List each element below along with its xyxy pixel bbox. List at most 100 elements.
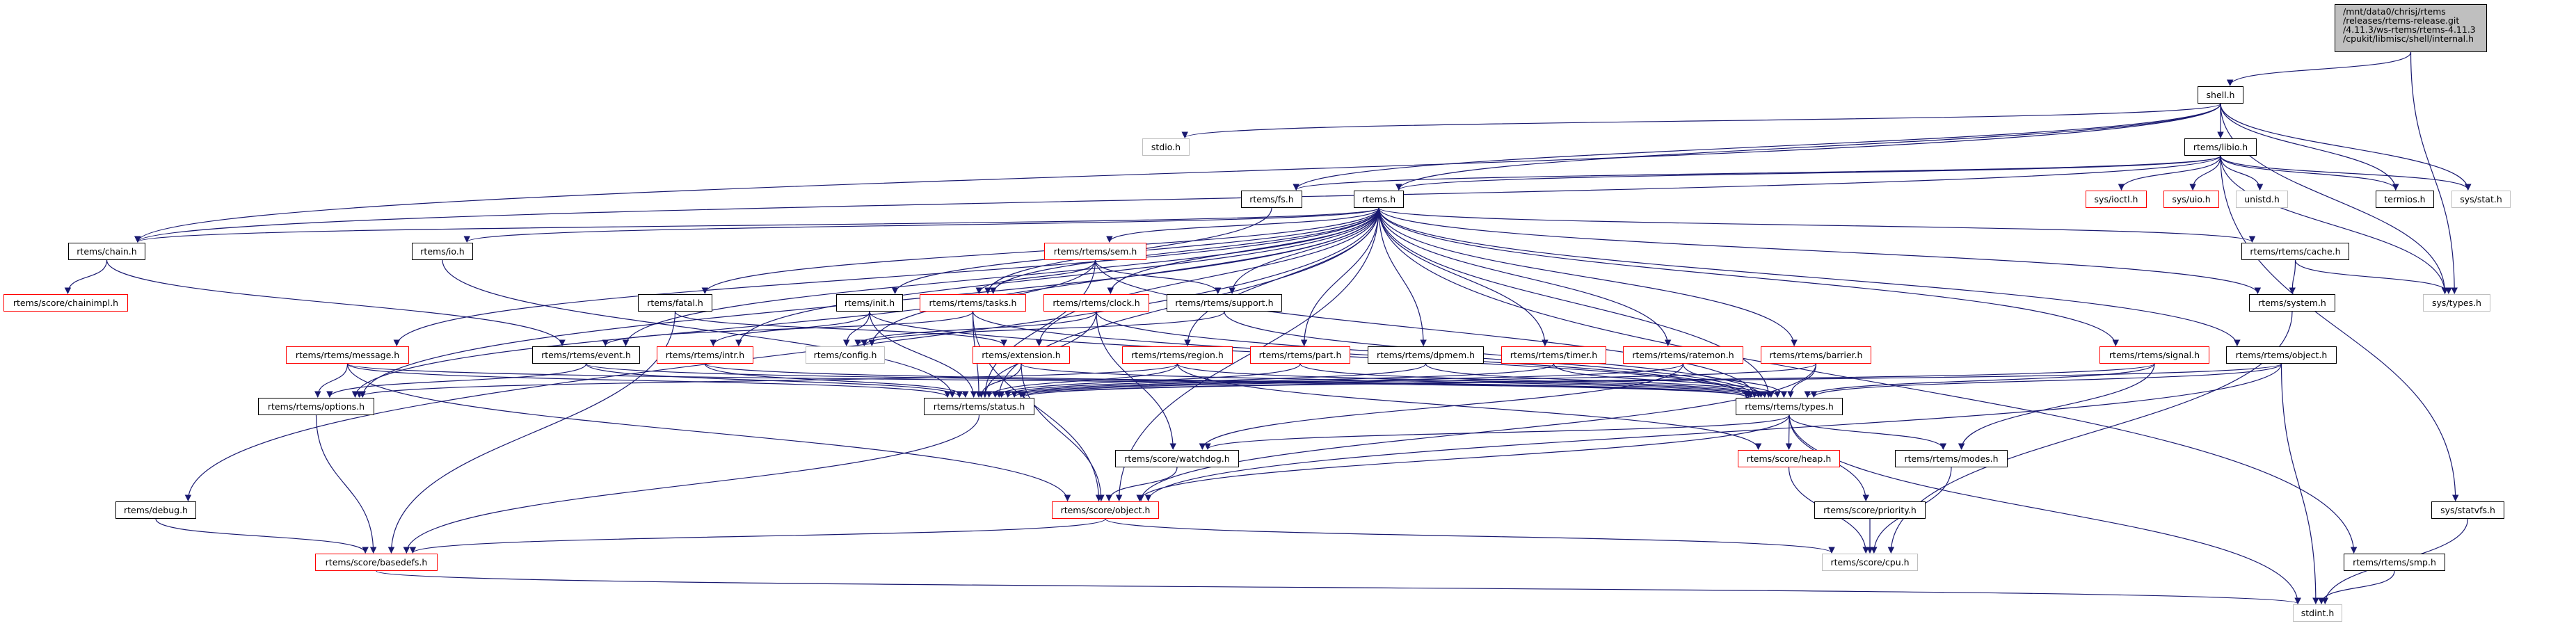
edge-libio-to-stat <box>2220 155 2472 191</box>
node-clock[interactable]: rtems/rtems/clock.h <box>1043 294 1149 312</box>
node-shell[interactable]: shell.h <box>2198 86 2243 104</box>
node-fs[interactable]: rtems/fs.h <box>1241 191 1302 208</box>
edge-signal-to-types <box>1804 363 2155 398</box>
edge-barrier-to-types <box>1787 363 1817 398</box>
edge-ratemon-to-types <box>1682 363 1788 398</box>
node-priority[interactable]: rtems/score/priority.h <box>1814 501 1926 519</box>
node-barrier[interactable]: rtems/rtems/barrier.h <box>1761 346 1871 364</box>
edge-rtems-to-part <box>1300 207 1379 346</box>
node-uio[interactable]: sys/uio.h <box>2163 191 2219 208</box>
edge-barrier-to-sobject <box>1137 363 1817 501</box>
edge-status-to-basedefs <box>403 414 980 554</box>
node-status[interactable]: rtems/rtems/status.h <box>924 398 1034 415</box>
edge-libio-to-rtems <box>1395 155 2221 191</box>
edge-event-to-options <box>326 363 587 398</box>
node-termios[interactable]: termios.h <box>2376 191 2434 208</box>
edge-region-to-types <box>1176 363 1762 398</box>
node-heap[interactable]: rtems/score/heap.h <box>1738 450 1840 467</box>
edge-init-to-status <box>869 311 977 398</box>
node-intr[interactable]: rtems/rtems/intr.h <box>657 346 753 364</box>
edge-rtems-to-barrier <box>1378 207 1798 346</box>
node-tasks[interactable]: rtems/rtems/tasks.h <box>920 294 1026 312</box>
edge-sobject-to-basedefs <box>409 518 1106 554</box>
edge-robject-to-sobject <box>1144 363 2282 501</box>
node-smp[interactable]: rtems/rtems/smp.h <box>2344 554 2445 571</box>
edge-robject-to-status <box>1020 363 2282 398</box>
node-region[interactable]: rtems/rtems/region.h <box>1122 346 1233 364</box>
edge-rtems-to-robject <box>1378 207 2241 346</box>
edge-root-to-systypes <box>2410 51 2458 294</box>
edge-options-to-basedefs <box>315 414 377 554</box>
node-cache[interactable]: rtems/rtems/cache.h <box>2241 243 2349 260</box>
edge-shell-to-termios <box>2220 103 2399 191</box>
node-ioctl[interactable]: sys/ioctl.h <box>2086 191 2147 208</box>
edge-extension-to-status <box>977 363 1022 398</box>
edge-shell-to-rtems <box>1395 103 2221 191</box>
edge-init-to-config <box>842 311 870 346</box>
edge-root-to-shell <box>2226 51 2412 86</box>
node-part[interactable]: rtems/rtems/part.h <box>1250 346 1350 364</box>
node-stat: sys/stat.h <box>2451 191 2511 208</box>
node-event[interactable]: rtems/rtems/event.h <box>532 346 640 364</box>
node-options[interactable]: rtems/rtems/options.h <box>258 398 374 415</box>
edge-libio-to-systypes <box>2220 155 2449 294</box>
edge-extension-to-sobject <box>1021 363 1105 501</box>
node-extension[interactable]: rtems/extension.h <box>973 346 1070 364</box>
node-basedefs[interactable]: rtems/score/basedefs.h <box>315 554 438 571</box>
node-signal[interactable]: rtems/rtems/signal.h <box>2099 346 2209 364</box>
edge-message-to-status <box>346 363 951 398</box>
edge-support-to-config <box>861 311 1225 346</box>
root-path-line: /releases/rtems-release.git <box>2343 15 2460 26</box>
edge-barrier-to-status <box>1018 363 1817 398</box>
node-stdio: stdio.h <box>1142 138 1190 156</box>
node-sobject[interactable]: rtems/score/object.h <box>1052 501 1159 519</box>
edge-rtems-to-dpmem <box>1378 207 1427 346</box>
node-system[interactable]: rtems/system.h <box>2249 294 2335 312</box>
edge-rtems-to-signal <box>1378 207 2119 346</box>
node-robject[interactable]: rtems/rtems/object.h <box>2226 346 2337 364</box>
node-init[interactable]: rtems/init.h <box>836 294 903 312</box>
node-io[interactable]: rtems/io.h <box>412 243 473 260</box>
edge-basedefs-to-stdint <box>376 570 2301 604</box>
edge-shell-to-stdio <box>1181 103 2221 138</box>
node-chain[interactable]: rtems/chain.h <box>68 243 145 260</box>
node-rtems[interactable]: rtems.h <box>1354 191 1404 208</box>
edge-libio-to-ioctl <box>2118 155 2221 191</box>
edge-rtems-to-cache <box>1378 207 2255 243</box>
node-timer[interactable]: rtems/rtems/timer.h <box>1501 346 1606 364</box>
node-message[interactable]: rtems/rtems/message.h <box>286 346 409 364</box>
root-path-line: /4.11.3/ws-rtems/rtems-4.11.3 <box>2343 24 2476 35</box>
edge-extension-to-types <box>1021 363 1754 398</box>
node-types[interactable]: rtems/rtems/types.h <box>1736 398 1843 415</box>
node-support[interactable]: rtems/rtems/support.h <box>1167 294 1282 312</box>
edge-rtems-to-io <box>463 207 1379 243</box>
edge-types-to-sobject <box>1136 414 1790 501</box>
node-debug[interactable]: rtems/debug.h <box>115 501 196 519</box>
node-unistd: unistd.h <box>2236 191 2288 208</box>
edge-fatal-to-extension <box>674 311 1007 346</box>
edge-io-to-status <box>442 259 956 398</box>
node-chainimpl[interactable]: rtems/score/chainimpl.h <box>3 294 128 312</box>
edge-dpmem-to-status <box>998 363 1427 398</box>
node-statvfs[interactable]: sys/statvfs.h <box>2431 501 2504 519</box>
edge-tasks-to-event <box>602 311 974 346</box>
edge-rtems-to-fatal <box>701 207 1379 294</box>
node-libio[interactable]: rtems/libio.h <box>2184 138 2257 156</box>
node-ratemon[interactable]: rtems/rtems/ratemon.h <box>1623 346 1743 364</box>
edge-rtems-to-tasks <box>989 207 1379 294</box>
node-sem[interactable]: rtems/rtems/sem.h <box>1044 243 1146 260</box>
node-watchdog[interactable]: rtems/score/watchdog.h <box>1115 450 1239 467</box>
edge-part-to-status <box>991 363 1301 398</box>
node-dpmem[interactable]: rtems/rtems/dpmem.h <box>1368 346 1484 364</box>
edge-rtems-to-smp <box>1378 207 2358 554</box>
edge-intr-to-status <box>704 363 969 398</box>
edge-region-to-heap <box>1176 363 1762 450</box>
edge-sem-to-options <box>351 259 1096 398</box>
edge-rtems-to-intr <box>735 207 1379 346</box>
edge-shell-to-chain <box>134 103 2221 243</box>
edge-signal-to-modes <box>1958 363 2155 450</box>
node-fatal[interactable]: rtems/fatal.h <box>638 294 712 312</box>
node-modes[interactable]: rtems/rtems/modes.h <box>1895 450 2008 467</box>
edge-rtems-to-chain <box>134 207 1379 243</box>
edge-shell-to-stat <box>2220 103 2472 191</box>
